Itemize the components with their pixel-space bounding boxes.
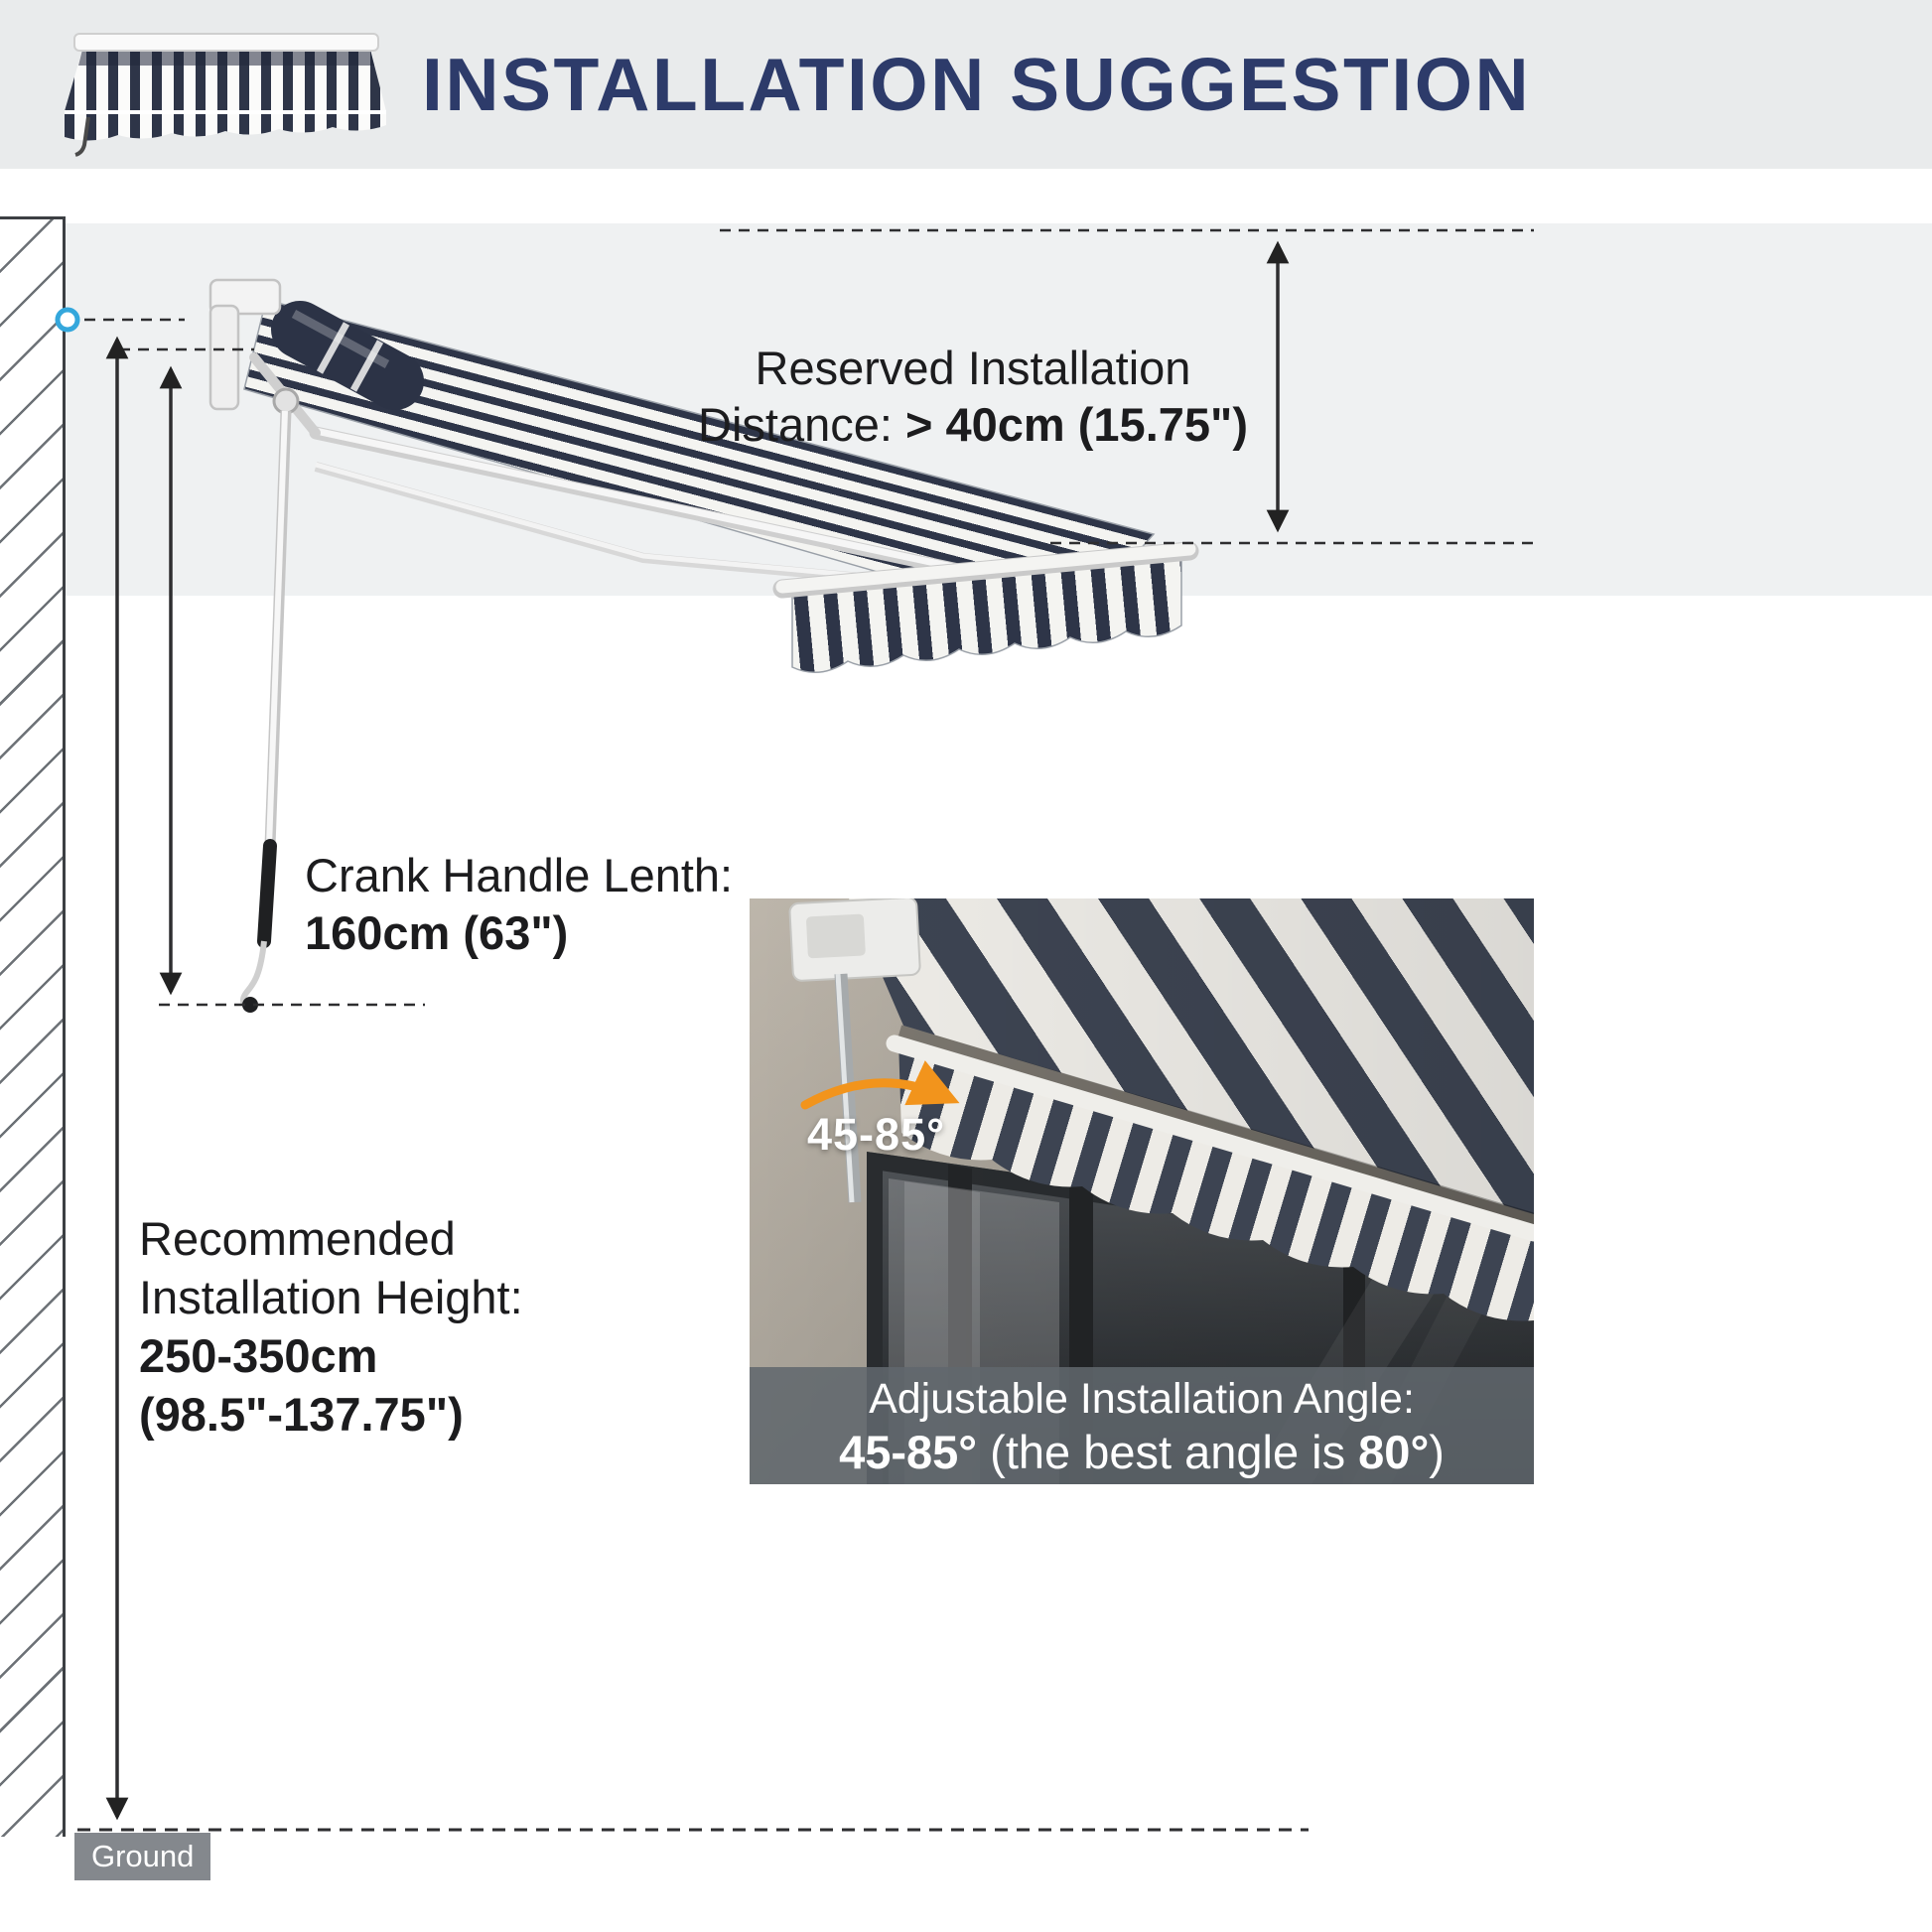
angle-arc-icon [800,1060,960,1110]
crank-handle [240,410,292,1013]
mount-point-marker [55,307,80,333]
reserved-distance-value: > 40cm (15.75") [905,398,1248,451]
inset-caption-line2: 45-85° (the best angle is 80°) [839,1425,1445,1478]
angle-badge: 45-85° [807,1109,946,1160]
page-title: INSTALLATION SUGGESTION [422,43,1532,126]
inset-caption-close: ) [1429,1425,1445,1478]
installation-height-value2: (98.5"-137.75") [139,1388,464,1441]
inset-caption: Adjustable Installation Angle: 45-85° (t… [750,1367,1534,1484]
ground-label: Ground [74,1833,211,1880]
installation-height-value1: 250-350cm [139,1329,378,1382]
inset-caption-line1: Adjustable Installation Angle: [869,1374,1415,1423]
crank-length-annotation: Crank Handle Lenth: 160cm (63") [305,847,733,962]
crank-length-label: Crank Handle Lenth: [305,849,734,901]
photo-awning-valance [898,1039,1534,1321]
wall-hatch [0,216,66,1837]
photo-mount-bracket [788,898,921,982]
reserved-distance-label: Distance: [698,398,905,451]
reserved-distance-annotation: Reserved Installation Distance: > 40cm (… [655,340,1291,453]
installation-height-annotation: Recommended Installation Height: 250-350… [139,1209,523,1444]
awning-thumbnail-icon [65,33,386,157]
installation-height-line2: Installation Height: [139,1271,523,1323]
inset-photo: 45-85° Adjustable Installation Angle: 45… [750,898,1534,1484]
inset-caption-value1: 45-85° [839,1425,978,1478]
header-banner: INSTALLATION SUGGESTION [0,0,1932,169]
reserved-distance-line1: Reserved Installation [755,342,1191,394]
installation-height-line1: Recommended [139,1212,456,1265]
reserved-distance-line2: Distance: > 40cm (15.75") [655,396,1291,453]
inset-caption-value2: 80° [1358,1425,1430,1478]
inset-caption-text: (the best angle is [977,1425,1359,1478]
awning-illustration [208,278,1199,673]
dimension-annotations [55,228,1534,1832]
crank-length-value: 160cm (63") [305,906,569,959]
